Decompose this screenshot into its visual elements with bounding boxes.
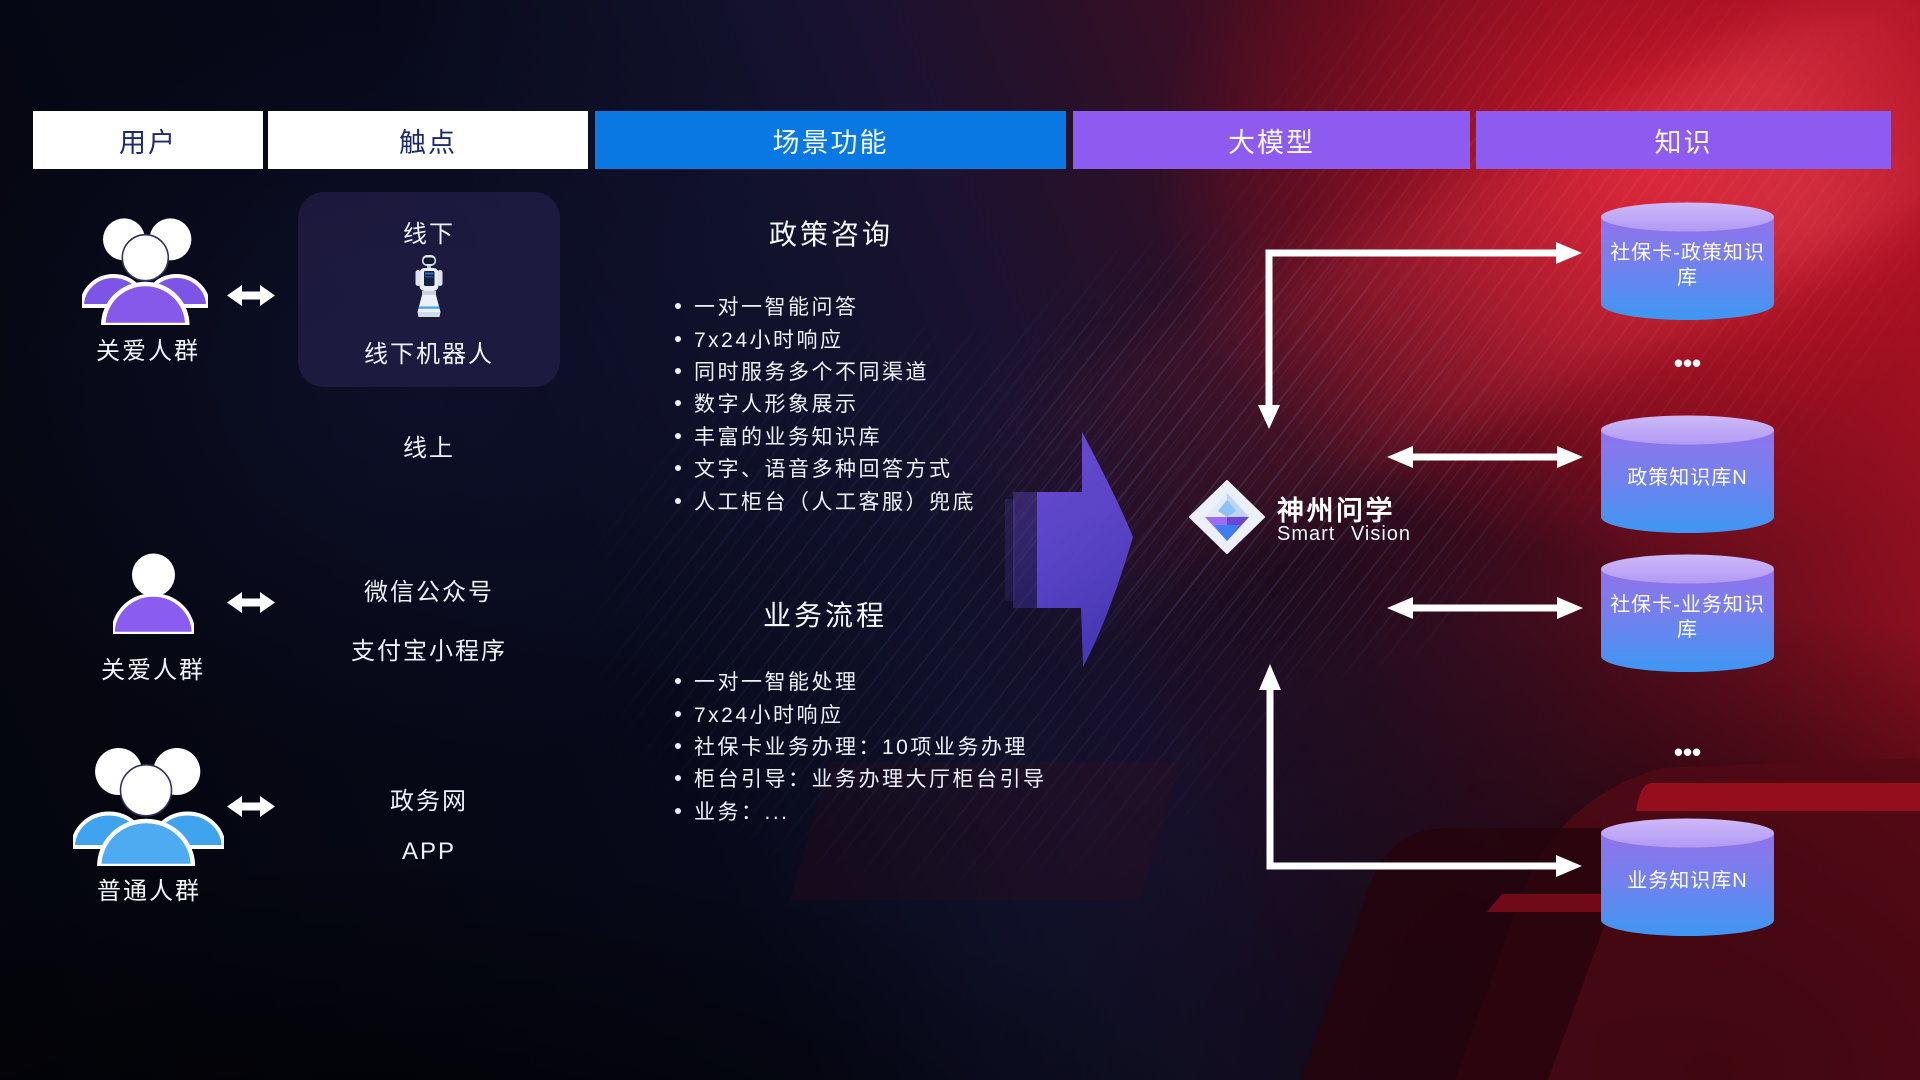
bullet-dot-icon: [675, 807, 681, 814]
bullet-dot-icon: [675, 400, 681, 407]
user-group-purple-icon: [82, 218, 208, 325]
bullet-dot-icon: [675, 678, 681, 685]
scene-section-1-bullets: 一对一智能问答 7x24小时响应 同时服务多个不同渠道 数字人形象展示 丰富的业…: [675, 290, 976, 517]
user-group-1-label: 关爱人群: [96, 338, 200, 365]
kb-cylinder-2-label: 政策知识库N: [1601, 466, 1774, 491]
user-group-2-label: 关爱人群: [101, 657, 205, 684]
offline-robot-label: 线下机器人: [364, 341, 494, 368]
service-robot-icon: [415, 255, 443, 319]
bullet-text: 7x24小时响应: [694, 703, 844, 727]
bullet-dot-icon: [675, 710, 681, 717]
smart-vision-logo-icon: [1189, 480, 1265, 554]
bullet-item: 7x24小时响应: [675, 322, 976, 354]
bullet-text: 7x24小时响应: [694, 328, 844, 352]
scene-section-1-title: 政策咨询: [768, 219, 893, 250]
double-arrow-icon-2: [227, 592, 275, 613]
kb-cylinder-4-line1: 业务知识库N: [1627, 870, 1748, 892]
user-group-blue-icon: [73, 748, 224, 866]
header-pill-large-model-label: 大模型: [1228, 127, 1315, 158]
bullet-text: 一对一智能问答: [694, 296, 859, 320]
bullet-text: 社保卡业务办理：10项业务办理: [694, 735, 1028, 759]
bullet-dot-icon: [675, 497, 681, 504]
flow-arrow-icon: [1005, 432, 1133, 667]
header-pill-large-model: 大模型: [1073, 111, 1470, 169]
bullet-text: 丰富的业务知识库: [694, 425, 882, 449]
bullet-item: 一对一智能问答: [675, 290, 976, 322]
bullet-text: 业务：...: [694, 800, 790, 824]
header-pill-users: 用户: [33, 111, 263, 169]
channel-wechat-label: 微信公众号: [364, 579, 494, 606]
kb-cylinder-1-label: 社保卡-政策知识 库: [1601, 241, 1774, 291]
scene-section-2-title: 业务流程: [762, 600, 887, 631]
kb-cylinder-4-label: 业务知识库N: [1601, 869, 1774, 894]
header-pill-scene-functions-label: 场景功能: [772, 127, 889, 158]
logo-subtitle: Smart Vision: [1277, 523, 1412, 545]
kb-cylinder-2: [1601, 415, 1774, 533]
kb-cylinder-1-line2: 库: [1677, 267, 1698, 289]
user-single-purple-icon: [113, 553, 194, 634]
bullet-text: 数字人形象展示: [694, 393, 859, 417]
bullet-dot-icon: [675, 303, 681, 310]
online-zone-label: 线上: [403, 435, 455, 462]
bullet-dot-icon: [675, 335, 681, 342]
bullet-text: 同时服务多个不同渠道: [694, 360, 929, 384]
header-pill-scene-functions: 场景功能: [595, 111, 1066, 169]
user-group-3-label: 普通人群: [97, 878, 201, 905]
header-pill-knowledge-label: 知识: [1654, 127, 1713, 158]
bullet-text: 一对一智能处理: [694, 671, 859, 695]
bullet-item: 业务：...: [675, 795, 1047, 827]
kb-cylinder-3-line2: 库: [1677, 619, 1698, 641]
bullet-dot-icon: [675, 465, 681, 472]
header-pill-knowledge: 知识: [1476, 111, 1891, 169]
bullet-dot-icon: [675, 742, 681, 749]
bullet-dot-icon: [675, 432, 681, 439]
bullet-item: 柜台引导：业务办理大厅柜台引导: [675, 762, 1047, 794]
offline-zone-label: 线下: [403, 221, 455, 248]
bullet-dot-icon: [675, 367, 681, 374]
bullet-item: 丰富的业务知识库: [675, 420, 976, 452]
bullet-item: 同时服务多个不同渠道: [675, 355, 976, 387]
kb-cylinder-2-line1: 政策知识库N: [1627, 467, 1748, 489]
bullet-text: 人工柜台（人工客服）兜底: [694, 490, 976, 514]
header-pill-users-label: 用户: [119, 127, 177, 158]
bullet-item: 人工柜台（人工客服）兜底: [675, 484, 976, 516]
header-pill-touchpoints-label: 触点: [399, 127, 457, 158]
bullet-item: 数字人形象展示: [675, 387, 976, 419]
kb-cylinder-3-label: 社保卡-业务知识 库: [1601, 593, 1774, 643]
kb-ellipsis-1: •••: [1673, 348, 1702, 378]
channel-govweb-label: 政务网: [390, 788, 468, 815]
bullet-item: 文字、语音多种回答方式: [675, 452, 976, 484]
kb-cylinder-4: [1601, 818, 1774, 936]
double-arrow-icon-1: [227, 285, 275, 306]
bullet-text: 文字、语音多种回答方式: [694, 458, 953, 482]
bullet-item: 社保卡业务办理：10项业务办理: [675, 730, 1047, 762]
header-pill-touchpoints: 触点: [268, 111, 588, 169]
scene-section-2-bullets: 一对一智能处理 7x24小时响应 社保卡业务办理：10项业务办理 柜台引导：业务…: [675, 665, 1047, 827]
bullet-text: 柜台引导：业务办理大厅柜台引导: [694, 768, 1047, 792]
channel-app-label: APP: [401, 838, 457, 865]
bullet-item: 7x24小时响应: [675, 697, 1047, 729]
kb-cylinder-3: [1601, 554, 1774, 672]
kb-cylinder-1-line1: 社保卡-政策知识: [1610, 242, 1765, 264]
kb-ellipsis-2: •••: [1673, 737, 1702, 767]
logo-title: 神州问学: [1277, 496, 1395, 526]
bullet-item: 一对一智能处理: [675, 665, 1047, 697]
channel-alipay-label: 支付宝小程序: [351, 638, 507, 665]
kb-cylinder-1: [1601, 202, 1774, 320]
kb-cylinder-3-line1: 社保卡-业务知识: [1610, 594, 1765, 616]
double-arrow-icon-3: [227, 796, 275, 817]
bullet-dot-icon: [675, 775, 681, 782]
